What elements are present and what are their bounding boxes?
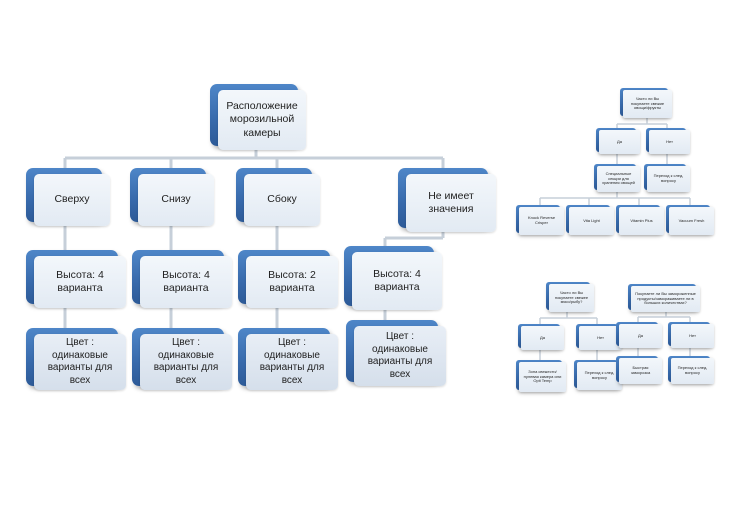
- tree2-no-node: Нет: [576, 324, 622, 350]
- tree3-question-node: Покупаете ли Вы замороженные продукты/за…: [628, 284, 700, 312]
- tree2-yes-child-node: Зона свежести/ нулевая камера или Opti T…: [516, 360, 566, 392]
- tree1-leaf-node: Vacuum Fresh: [666, 205, 714, 235]
- tree1-leaf-node: Vita Light: [566, 205, 614, 235]
- tree2-yes-node: Да: [518, 324, 564, 350]
- tree2-question-node: Часто ли Вы покупаете свежее мясо/рыбу?: [546, 282, 594, 312]
- tree3-no-node: Нет: [668, 322, 714, 348]
- tree1-yes-node: Да: [596, 128, 640, 154]
- color-node-any: Цвет : одинаковые варианты для всех: [346, 320, 446, 386]
- height-node-top: Высота: 4 варианта: [26, 250, 126, 308]
- tree3-yes-node: Да: [616, 322, 662, 348]
- tree1-question-node: Часто ли Вы покупаете свежие овощи/фрукт…: [620, 88, 672, 118]
- tree2-no-child-node: Переход к след. вопросу: [574, 360, 622, 390]
- position-node-side: Сбоку: [236, 168, 320, 226]
- height-node-side: Высота: 2 варианта: [238, 250, 338, 308]
- height-node-any: Высота: 4 варианта: [344, 246, 442, 310]
- height-node-bottom: Высота: 4 варианта: [132, 250, 232, 308]
- position-node-top: Сверху: [26, 168, 110, 226]
- tree1-no-child-node: Переход к след. вопросу: [644, 164, 690, 192]
- tree1-leaf-node: Knock Reverse Crisper: [516, 205, 564, 235]
- color-node-top: Цвет : одинаковые варианты для всех: [26, 328, 126, 390]
- tree3-yes-child-node: Быстрая заморозка: [616, 356, 662, 384]
- tree1-yes-child-node: Специальные секции для хранения овощей: [594, 164, 640, 192]
- tree1-leaf-node: Vitamin Plus: [616, 205, 664, 235]
- tree3-no-child-node: Переход к след. вопросу: [668, 356, 714, 384]
- root-node: Расположение морозильной камеры: [210, 84, 306, 150]
- color-node-side: Цвет : одинаковые варианты для всех: [238, 328, 338, 390]
- position-node-any: Не имеет значения: [398, 168, 496, 232]
- position-node-bottom: Снизу: [130, 168, 214, 226]
- tree1-no-node: Нет: [646, 128, 690, 154]
- color-node-bottom: Цвет : одинаковые варианты для всех: [132, 328, 232, 390]
- root-label: Расположение морозильной камеры: [226, 100, 298, 139]
